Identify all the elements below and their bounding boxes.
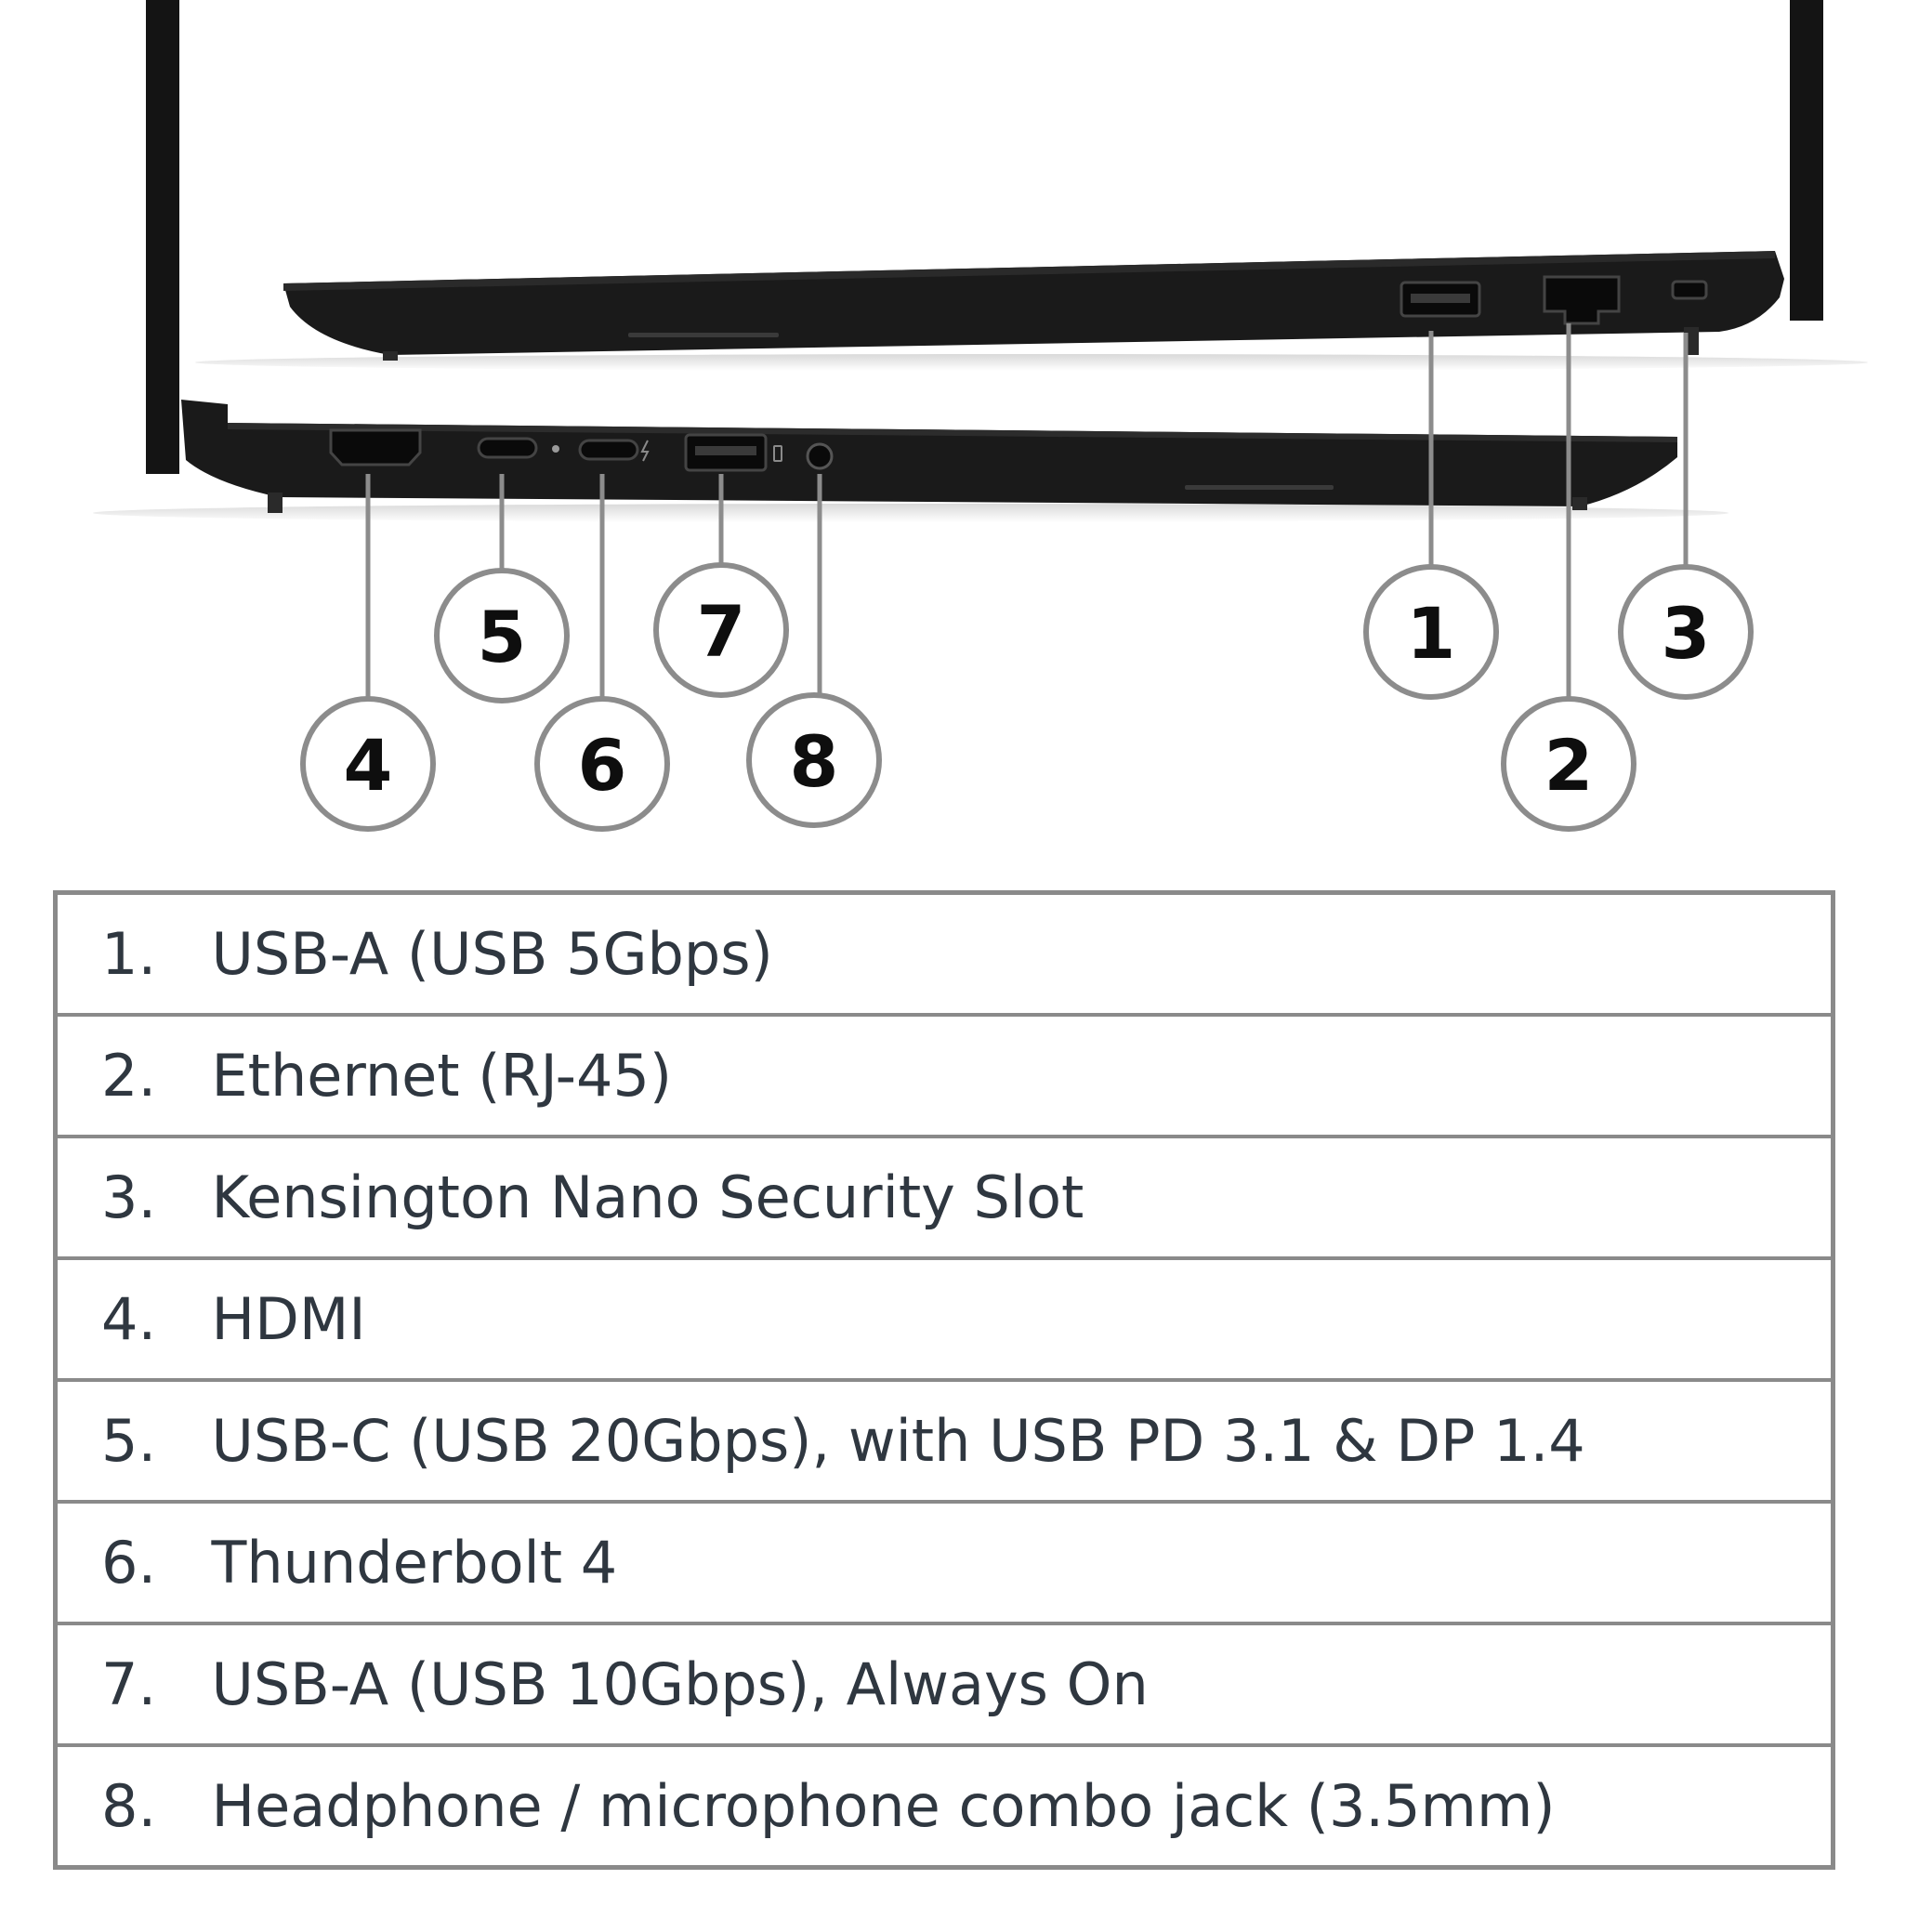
callout-8: 8 [746,692,882,828]
table-row: 6.Thunderbolt 4 [55,1500,1833,1625]
callout-number: 2 [1544,724,1594,807]
ports-legend-table: 1.USB-A (USB 5Gbps)2.Ethernet (RJ-45)3.K… [53,890,1835,1870]
led-indicator-icon [552,445,559,453]
callout-number: 3 [1662,592,1711,675]
callout-6: 6 [534,696,670,832]
callout-number: 5 [478,596,527,678]
row-description: Headphone / microphone combo jack (3.5mm… [211,1743,1833,1870]
table-row: 5.USB-C (USB 20Gbps), with USB PD 3.1 & … [55,1378,1833,1504]
laptop-ports-diagram: 1 2 3 4 5 6 7 8 [93,0,1868,832]
hdmi-port-icon [329,428,422,467]
table-row: 3.Kensington Nano Security Slot [55,1135,1833,1260]
callout-lines [365,323,1689,699]
right-side-shadow [195,354,1868,371]
table-row: 2.Ethernet (RJ-45) [55,1013,1833,1138]
usb-a-port-icon [1400,281,1481,318]
row-number: 1. [55,890,212,1017]
audio-jack-icon [806,442,834,470]
row-number: 4. [55,1256,212,1382]
callout-1: 1 [1363,564,1499,700]
row-description: USB-A (USB 5Gbps) [211,890,1833,1017]
ethernet-port-icon [1543,275,1621,325]
callout-number: 4 [344,724,393,807]
row-description: Thunderbolt 4 [211,1500,1833,1625]
row-description: HDMI [211,1256,1833,1382]
row-description: USB-C (USB 20Gbps), with USB PD 3.1 & DP… [211,1378,1833,1504]
security-slot-icon [1671,280,1708,300]
row-description: Kensington Nano Security Slot [211,1135,1833,1260]
row-number: 8. [55,1743,212,1870]
table-row: 8.Headphone / microphone combo jack (3.5… [55,1743,1833,1870]
callout-number: 6 [578,724,627,807]
row-number: 2. [55,1013,212,1138]
row-number: 7. [55,1622,212,1747]
laptop-screen-bezel [146,0,1823,474]
row-description: Ethernet (RJ-45) [211,1013,1833,1138]
laptop-left-side [181,400,1677,513]
callout-7: 7 [653,562,789,698]
left-side-shadow [93,504,1728,522]
row-number: 5. [55,1378,212,1504]
usb-a-always-on-port-icon [684,433,782,472]
callout-number: 8 [790,720,839,803]
callout-5: 5 [434,568,570,703]
callout-number: 7 [697,590,746,673]
usb-c-port-icon [477,437,538,459]
callout-4: 4 [300,696,436,832]
ports-legend-rows: 1.USB-A (USB 5Gbps)2.Ethernet (RJ-45)3.K… [55,890,1833,1870]
row-number: 3. [55,1135,212,1260]
callout-number: 1 [1407,592,1456,675]
row-description: USB-A (USB 10Gbps), Always On [211,1622,1833,1747]
row-number: 6. [55,1500,212,1625]
table-row: 7.USB-A (USB 10Gbps), Always On [55,1622,1833,1747]
callout-2: 2 [1501,696,1636,832]
thunderbolt-port-icon [578,439,650,462]
table-row: 1.USB-A (USB 5Gbps) [55,890,1833,1017]
callout-3: 3 [1618,564,1754,700]
table-row: 4.HDMI [55,1256,1833,1382]
